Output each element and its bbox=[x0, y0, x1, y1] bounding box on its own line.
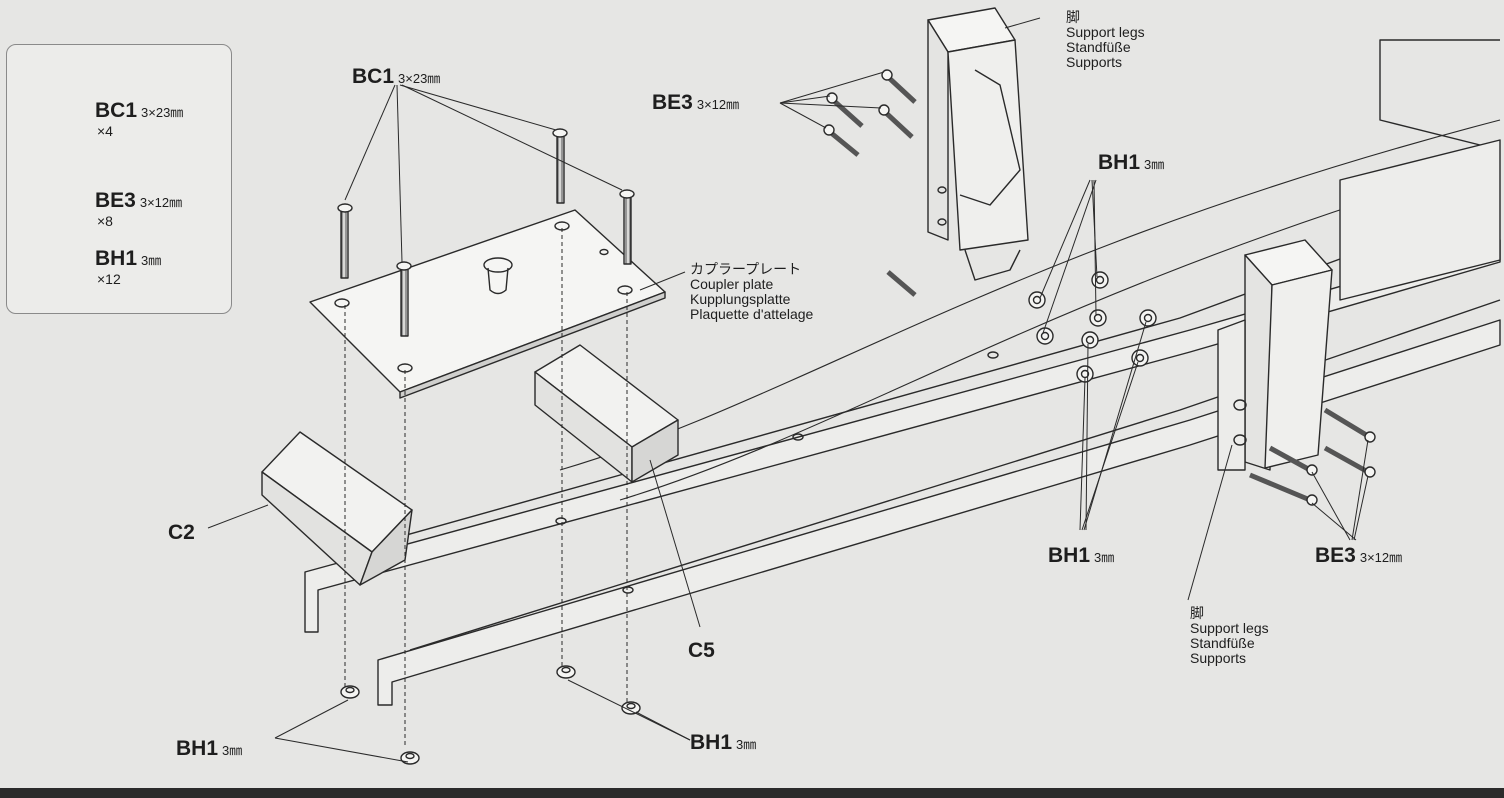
support-legs-bottom-de: Standfüße bbox=[1190, 635, 1255, 651]
coupler-plate-en: Coupler plate bbox=[690, 276, 774, 292]
callout-bh1-mid-upper-code: BH1 bbox=[1098, 151, 1141, 174]
support-legs-bottom-en: Support legs bbox=[1190, 620, 1269, 636]
parts-bh1-qty: ×12 bbox=[97, 271, 121, 287]
callout-c2: C2 bbox=[168, 521, 195, 544]
parts-be3-size: 3×12㎜ bbox=[139, 195, 183, 210]
coupler-plate-de: Kupplungsplatte bbox=[690, 291, 791, 307]
callout-bc1-size: 3×23㎜ bbox=[398, 71, 441, 86]
callout-bh1-bottom-left-code: BH1 bbox=[176, 737, 219, 760]
callout-bh1-mid-upper-size: 3㎜ bbox=[1144, 157, 1165, 172]
support-legs-top-label: 脚 Support legs Standfüße Supports bbox=[1066, 10, 1145, 70]
callout-bh1-mid-lower-code: BH1 bbox=[1048, 544, 1091, 567]
callout-bh1-mid-lower-size: 3㎜ bbox=[1094, 550, 1115, 565]
callout-be3-top-size: 3×12㎜ bbox=[696, 97, 740, 112]
callout-be3-right-code: BE3 bbox=[1315, 544, 1356, 567]
alignment-lines bbox=[344, 228, 628, 745]
support-legs-bottom-label: 脚 Support legs Standfüße Supports bbox=[1190, 606, 1269, 666]
parts-bc1-qty: ×4 bbox=[97, 123, 113, 139]
support-leg-bottom bbox=[1217, 239, 1333, 471]
support-legs-top-jp: 脚 bbox=[1066, 9, 1080, 25]
coupler-plate-jp: カプラープレート bbox=[690, 261, 802, 277]
support-legs-top-de: Standfüße bbox=[1066, 39, 1131, 55]
be3-screws-right bbox=[1249, 407, 1376, 506]
rail-holes bbox=[555, 351, 999, 594]
part-c5 bbox=[534, 344, 679, 483]
parts-be3-qty: ×8 bbox=[97, 213, 113, 229]
coupler-plate bbox=[309, 209, 666, 399]
coupler-plate-label: カプラープレート Coupler plate Kupplungsplatte P… bbox=[690, 262, 813, 322]
callout-c5: C5 bbox=[688, 639, 715, 662]
parts-bh1-code: BH1 bbox=[95, 247, 138, 270]
support-legs-bottom-jp: 脚 bbox=[1190, 605, 1204, 621]
coupler-plate-fr: Plaquette d'attelage bbox=[690, 306, 814, 322]
be3-screws-top bbox=[823, 69, 917, 297]
parts-bc1-size: 3×23㎜ bbox=[141, 105, 184, 120]
parts-be3-code: BE3 bbox=[95, 189, 136, 212]
part-c2 bbox=[261, 431, 413, 586]
parts-bh1-size: 3㎜ bbox=[141, 253, 162, 268]
support-legs-top-en: Support legs bbox=[1066, 24, 1145, 40]
support-leg-top bbox=[927, 7, 1029, 281]
parts-box bbox=[6, 44, 232, 314]
callout-be3-right-size: 3×12㎜ bbox=[1359, 550, 1403, 565]
support-legs-top-fr: Supports bbox=[1066, 54, 1123, 70]
callout-bh1-bottom-center-code: BH1 bbox=[690, 731, 733, 754]
support-legs-bottom-fr: Supports bbox=[1190, 650, 1247, 666]
bottom-edge-bar bbox=[0, 788, 1504, 798]
callout-be3-top-code: BE3 bbox=[652, 91, 693, 114]
bc1-screws bbox=[337, 128, 635, 337]
parts-bc1-code: BC1 bbox=[95, 99, 138, 122]
bh1-nuts-bottom bbox=[340, 665, 641, 765]
callout-bh1-bottom-center-size: 3㎜ bbox=[736, 737, 757, 752]
callout-bc1-code: BC1 bbox=[352, 65, 395, 88]
callout-bh1-bottom-left-size: 3㎜ bbox=[222, 743, 243, 758]
leader-lines bbox=[207, 17, 1369, 763]
